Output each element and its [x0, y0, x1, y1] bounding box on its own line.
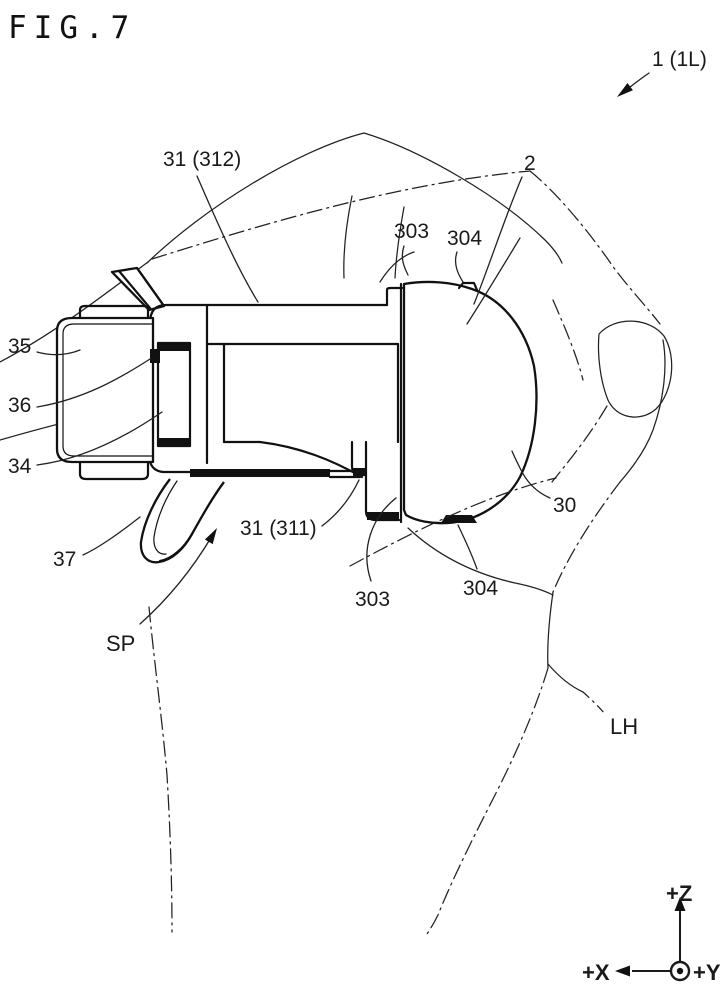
- finger-over-dome: [466, 237, 521, 325]
- reference-labels: FIG.7 1 (1L) 31 (312) 2 303 304 35 36 34…: [8, 10, 707, 739]
- strap-fin-inner-line: [117, 269, 152, 310]
- label-304-bottom: 304: [463, 577, 498, 600]
- back-of-hand-line: [146, 132, 563, 264]
- dome-top-tab: [457, 281, 479, 292]
- label-sp: SP: [106, 631, 135, 656]
- hidden-hand-edge-upper: [151, 170, 531, 260]
- finger-line-2: [394, 206, 405, 279]
- head-dome-30: [402, 280, 538, 525]
- leader-sp-arrow: [139, 535, 213, 625]
- hidden-hand-edge-right: [529, 170, 661, 325]
- end-cap-lower-tab: [78, 460, 150, 481]
- end-cap-inner-line: [62, 323, 154, 457]
- leader-36: [36, 358, 151, 408]
- axis-z-arrowhead: [674, 897, 686, 911]
- trigger-hook-inner-line: [153, 480, 178, 555]
- wrist-left-line: [148, 606, 173, 933]
- label-36: 36: [8, 394, 31, 417]
- sp-arrowhead: [204, 528, 217, 545]
- bracket-tab-1: [353, 468, 366, 476]
- hand-curve-under-dome: [407, 527, 554, 596]
- axis-y-origin-dot: [676, 967, 684, 975]
- body-top-edge: [148, 303, 389, 325]
- axis-x-label: +X: [582, 960, 610, 985]
- hand-edge-right: [619, 339, 666, 483]
- leader-35: [36, 349, 81, 356]
- leader-30: [511, 450, 551, 499]
- hidden-finger-over-dome: [552, 299, 584, 381]
- body-top-step: [385, 286, 404, 307]
- lh-branch-solid: [547, 663, 584, 693]
- dome-bottom-tab: [441, 515, 477, 523]
- label-34: 34: [8, 455, 32, 478]
- hidden-thumb-base-line: [551, 405, 608, 483]
- wrist-right-line: [426, 667, 549, 935]
- underside-left-edge: [148, 460, 192, 474]
- hand-outline-back: [0, 132, 673, 935]
- strap-fin: [110, 266, 166, 312]
- trigger-hook-37: [139, 478, 225, 564]
- bracket-tab-2: [367, 512, 399, 520]
- label-37: 37: [53, 548, 76, 571]
- axis-y-label: +Y: [693, 960, 721, 985]
- trigger-hook-edge-band: [158, 532, 194, 563]
- label-2: 2: [524, 152, 536, 175]
- finger-line-1: [343, 195, 353, 279]
- panel-34-bottom-strip: [158, 438, 190, 446]
- label-lh: LH: [610, 714, 638, 739]
- label-303-bottom: 303: [355, 588, 390, 611]
- label-1-1l: 1 (1L): [652, 48, 707, 71]
- leader-31-311: [321, 479, 360, 527]
- label-31-311: 31 (311): [240, 517, 317, 540]
- label-31-312: 31 (312): [163, 148, 241, 171]
- bottom-rail-strip: [190, 469, 330, 477]
- panel-34-top-strip: [158, 343, 190, 351]
- leader-304-top: [454, 251, 464, 283]
- leader-lines: [36, 72, 650, 625]
- ref-1-arrowhead: [617, 83, 633, 97]
- label-303-top: 303: [394, 220, 429, 243]
- end-cap-upper-tab: [78, 304, 150, 320]
- controller-device: [55, 266, 538, 564]
- label-35: 35: [8, 335, 31, 358]
- button-36: [150, 349, 160, 363]
- leader-303-top: [401, 245, 409, 276]
- leader-304-bottom: [457, 524, 478, 570]
- label-304-top: 304: [447, 227, 482, 250]
- hand-edge-right-hidden: [552, 481, 621, 593]
- coordinate-triad: +Z +X +Y: [582, 881, 721, 985]
- leader-34: [36, 411, 163, 466]
- leader-31-312: [196, 175, 259, 303]
- end-cap-35: [55, 316, 155, 464]
- figure-title: FIG.7: [8, 10, 136, 46]
- panel-34: [156, 341, 192, 448]
- leader-303-bottom: [366, 497, 397, 582]
- lh-branch-dash: [582, 691, 606, 715]
- thumb-outline: [597, 320, 673, 418]
- axis-x-arrowhead: [615, 965, 630, 977]
- strap-fin-edge: [135, 266, 166, 308]
- leader-37: [82, 516, 141, 556]
- wrist-right-solid: [547, 591, 554, 669]
- finger-junction-line: [379, 251, 415, 283]
- label-30: 30: [553, 494, 576, 517]
- axis-z-label: +Z: [666, 881, 692, 906]
- leader-2: [473, 176, 523, 305]
